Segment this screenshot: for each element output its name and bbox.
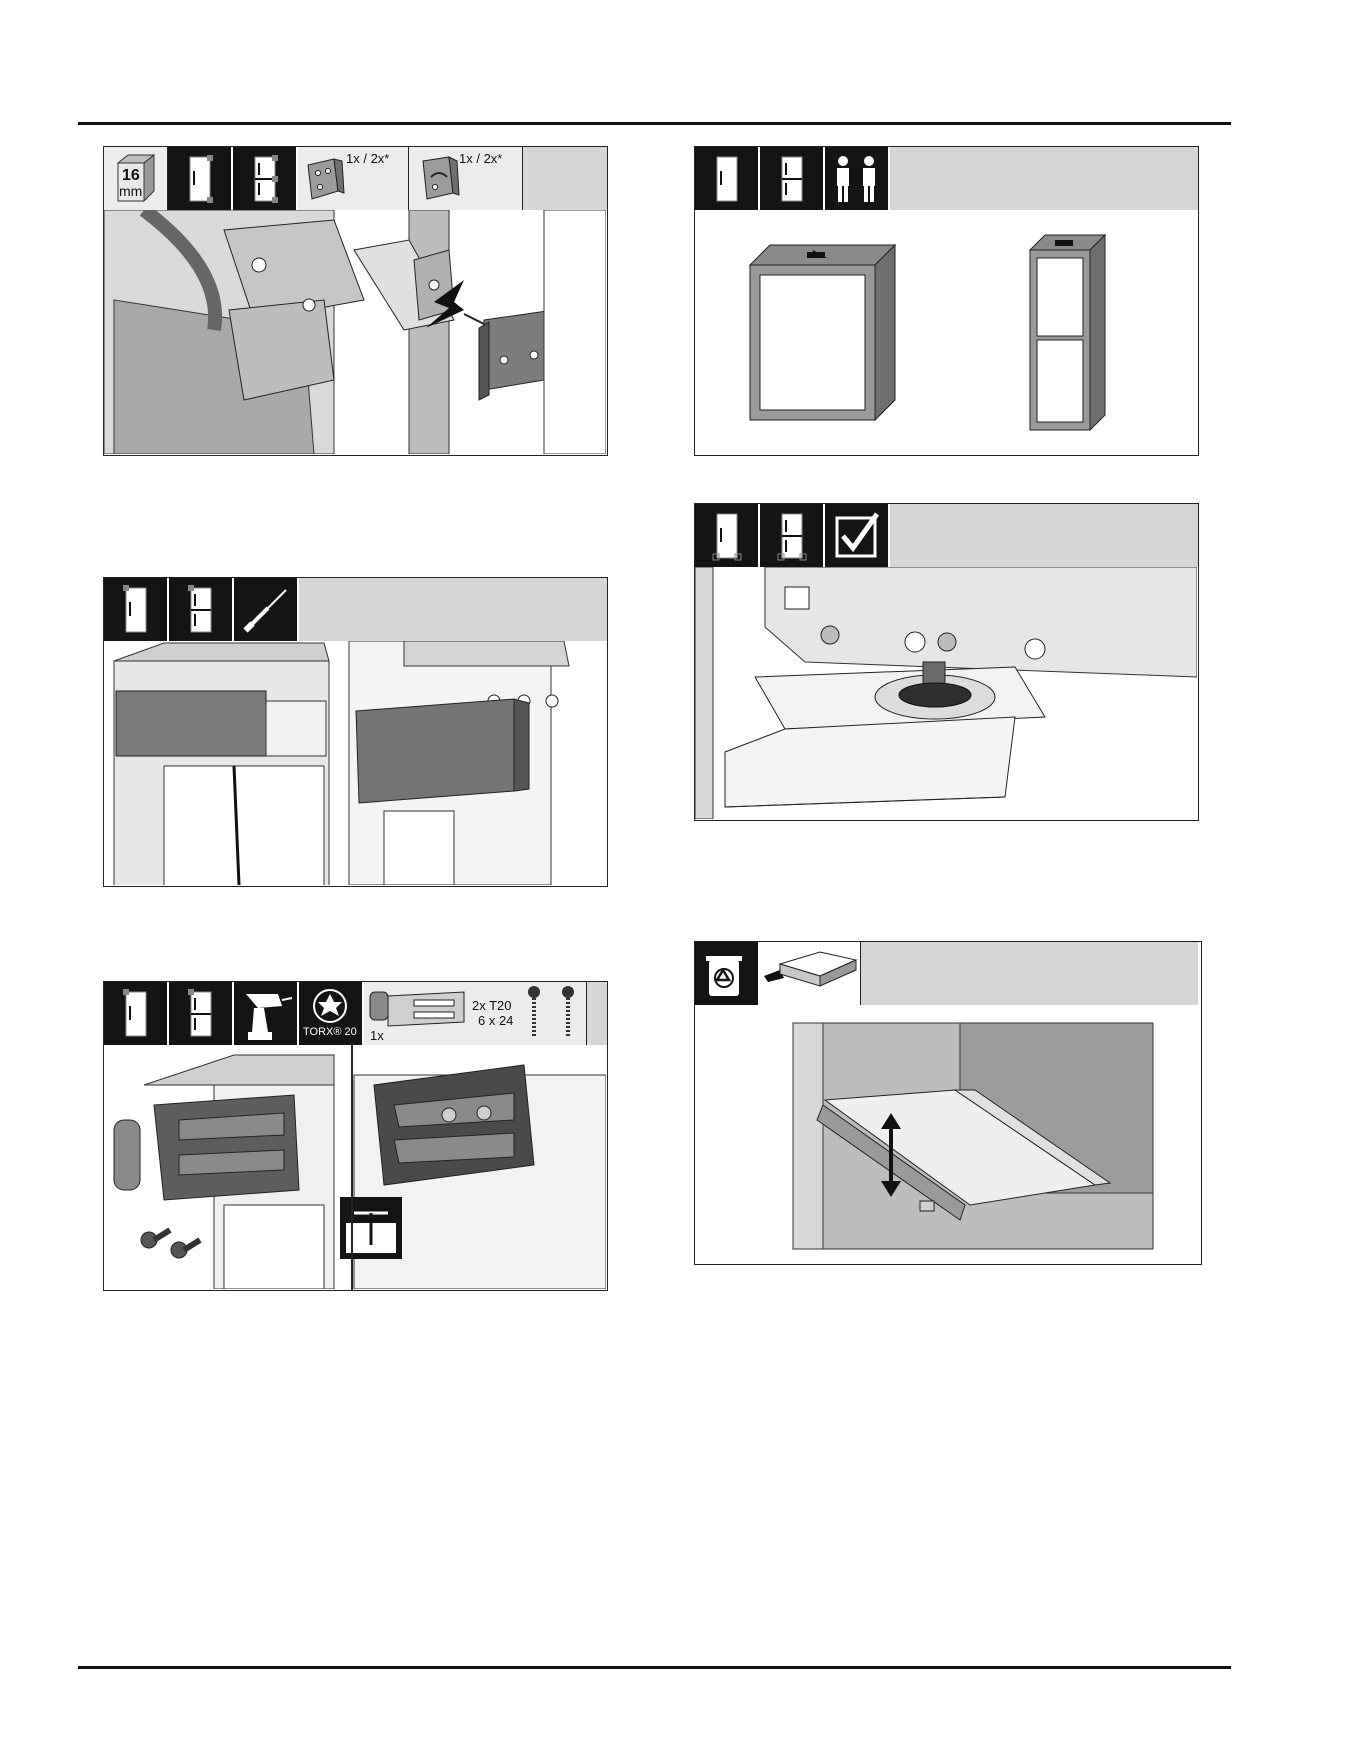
appliance-upright-illustration	[695, 210, 1198, 455]
bracket-qty: 1x	[370, 1028, 384, 1043]
hinge-part-left: 1x / 2x*	[298, 147, 409, 210]
fridge-single-icon	[695, 504, 760, 567]
hinge-qty-left: 1x / 2x*	[346, 151, 389, 166]
plinth-part	[760, 942, 861, 1005]
header-filler	[523, 147, 607, 210]
two-persons-icon	[825, 147, 890, 210]
attach-bracket-illustration	[104, 1045, 607, 1290]
drill-icon	[234, 982, 299, 1045]
panel-header: TORX® 20 1x 2x T20 6 x 24	[104, 982, 607, 1046]
hinge-qty-right: 1x / 2x*	[459, 151, 502, 166]
fridge-single-icon	[104, 982, 169, 1045]
fridge-single-icon	[104, 578, 169, 641]
dispose-plinth-illustration	[695, 1005, 1201, 1264]
adjust-feet-illustration	[695, 567, 1198, 820]
fridge-single-icon	[695, 147, 760, 210]
header-filler	[890, 504, 1198, 567]
panel-remove-cover	[103, 577, 608, 887]
thickness-cube-icon: 16 mm	[104, 147, 168, 210]
fridge-double-icon	[760, 504, 825, 567]
illustration-divider	[351, 1045, 353, 1290]
footer-rule	[78, 1666, 1231, 1669]
screw-qty: 2x T20	[472, 998, 512, 1013]
remove-cover-illustration	[104, 641, 607, 886]
panel-attach-bracket: TORX® 20 1x 2x T20 6 x 24	[103, 981, 608, 1291]
panel-two-people	[694, 146, 1199, 456]
panel-header	[104, 578, 607, 642]
fridge-double-icon	[169, 982, 234, 1045]
screwdriver-icon	[234, 578, 299, 641]
header-filler	[861, 942, 1198, 1005]
panel-hinge-cover: 16 mm	[103, 146, 608, 456]
panel-adjust-feet	[694, 503, 1199, 821]
hinge-cover-illustration	[104, 210, 607, 455]
panel-header: 16 mm	[104, 147, 607, 211]
header-filler	[587, 982, 607, 1045]
header-filler	[890, 147, 1198, 210]
header-rule	[78, 122, 1231, 125]
panel-header	[695, 504, 1198, 568]
screw-size: 6 x 24	[478, 1013, 513, 1028]
header-filler	[299, 578, 607, 641]
bracket-part: 1x 2x T20 6 x 24	[364, 982, 587, 1045]
panel-header	[695, 147, 1198, 211]
torx-label: TORX® 20	[303, 1026, 357, 1038]
torx-icon: TORX® 20	[299, 982, 364, 1045]
fridge-double-icon	[233, 147, 298, 210]
panel-dispose-plinth	[694, 941, 1202, 1265]
checkmark-icon	[825, 504, 890, 567]
fridge-double-icon	[760, 147, 825, 210]
thickness-unit: mm	[119, 183, 142, 199]
fridge-double-icon	[169, 578, 234, 641]
hinge-part-right: 1x / 2x*	[409, 147, 523, 210]
recycle-bin-icon	[695, 942, 760, 1005]
fridge-single-icon	[168, 147, 233, 210]
panel-header	[695, 942, 1198, 1006]
